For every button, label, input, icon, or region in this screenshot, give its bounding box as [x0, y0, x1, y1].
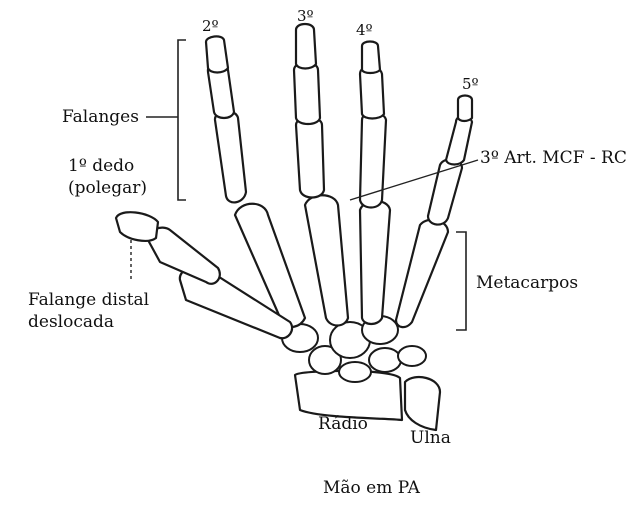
- mcf-pointer-line: [349, 159, 479, 201]
- ulna-bone: [403, 375, 442, 432]
- falange-distal-label-line2: deslocada: [28, 312, 115, 332]
- ulna-label: Ulna: [410, 428, 451, 448]
- finger-2-label: 2º: [202, 17, 219, 35]
- metacarpal-bones: [178, 194, 450, 340]
- distal-phalanges: [114, 22, 474, 242]
- caption: Mão em PA: [323, 478, 420, 498]
- metacarpos-bracket: [456, 231, 467, 331]
- falanges-label: Falanges: [62, 107, 139, 127]
- carpal-bones: [281, 315, 427, 383]
- radio-label: Rádio: [318, 414, 368, 434]
- finger-3-label: 3º: [297, 7, 314, 25]
- thumb-label-line1: 1º dedo: [68, 156, 135, 176]
- falanges-bracket: [177, 39, 186, 201]
- finger-4-label: 4º: [356, 21, 373, 39]
- finger-5-label: 5º: [462, 75, 479, 93]
- falange-distal-label-line1: Falange distal: [28, 290, 150, 310]
- mcf-label: 3º Art. MCF - RC: [480, 148, 627, 168]
- metacarpos-label: Metacarpos: [476, 273, 579, 293]
- thumb-label-line2: (polegar): [68, 178, 148, 198]
